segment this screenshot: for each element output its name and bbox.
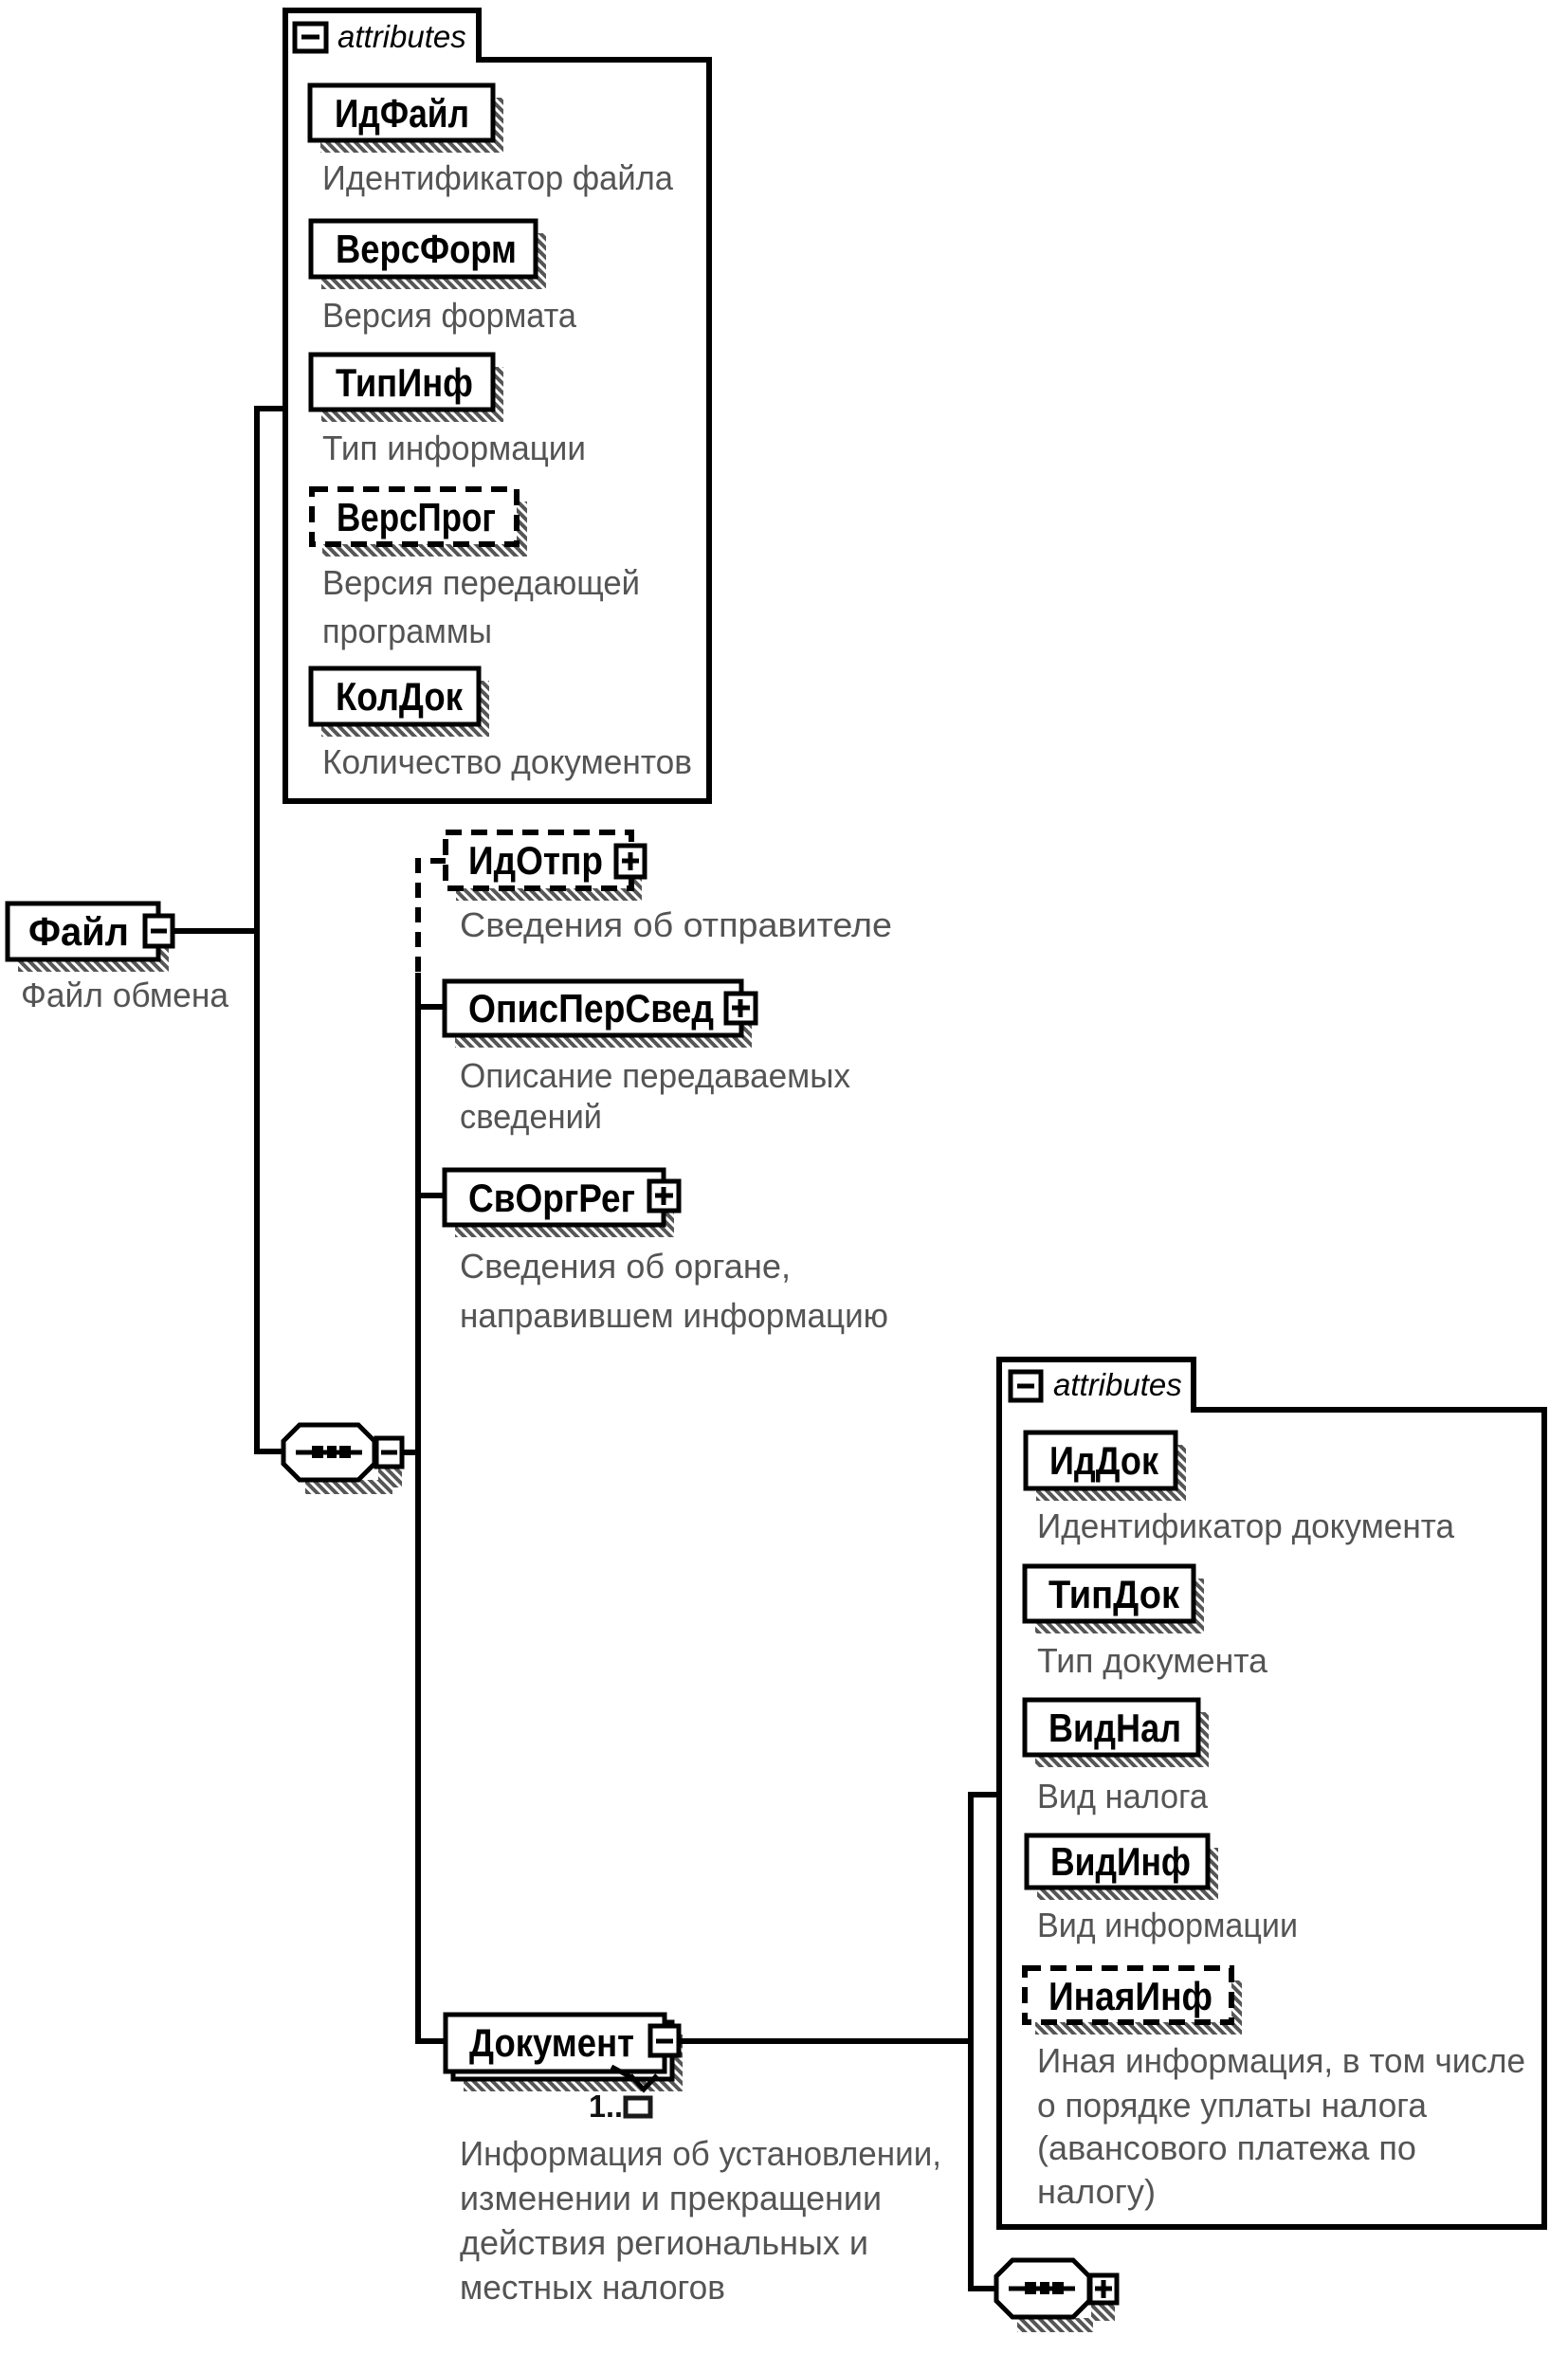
svg-text:Файл обмена: Файл обмена xyxy=(21,976,229,1014)
svg-text:местных налогов: местных налогов xyxy=(460,2268,725,2307)
svg-text:attributes: attributes xyxy=(1053,1367,1182,1402)
svg-text:ИдФайл: ИдФайл xyxy=(335,91,469,136)
svg-text:ИдОтпр: ИдОтпр xyxy=(468,838,603,883)
svg-text:ВидИнф: ВидИнф xyxy=(1050,1839,1191,1884)
svg-text:Вид налога: Вид налога xyxy=(1037,1777,1209,1816)
svg-text:Иная информация, в том числе: Иная информация, в том числе xyxy=(1037,2041,1525,2080)
svg-text:Идентификатор документа: Идентификатор документа xyxy=(1037,1506,1455,1545)
svg-text:Версия передающей: Версия передающей xyxy=(322,563,640,602)
svg-text:Тип документа: Тип документа xyxy=(1037,1641,1268,1680)
svg-text:сведений: сведений xyxy=(460,1097,602,1136)
svg-text:ТипИнф: ТипИнф xyxy=(336,360,473,405)
svg-text:изменении и прекращении: изменении и прекращении xyxy=(460,2179,882,2217)
svg-text:Информация об установлении,: Информация об установлении, xyxy=(460,2134,941,2173)
svg-text:Вид информации: Вид информации xyxy=(1037,1906,1298,1944)
svg-text:Количество документов: Количество документов xyxy=(322,742,692,781)
svg-text:Описание передаваемых: Описание передаваемых xyxy=(460,1056,850,1095)
svg-text:действия региональных и: действия региональных и xyxy=(460,2223,868,2262)
svg-text:Тип информации: Тип информации xyxy=(322,429,586,467)
svg-text:(авансового платежа по: (авансового платежа по xyxy=(1037,2128,1416,2167)
svg-text:ВерсФорм: ВерсФорм xyxy=(336,227,517,271)
svg-text:Документ: Документ xyxy=(469,2020,634,2065)
svg-text:Сведения об органе,: Сведения об органе, xyxy=(460,1247,791,1286)
svg-text:направившем информацию: направившем информацию xyxy=(460,1296,888,1335)
svg-text:ВерсПрог: ВерсПрог xyxy=(337,495,496,539)
svg-text:Версия формата: Версия формата xyxy=(322,296,577,335)
svg-text:ОписПерСвед: ОписПерСвед xyxy=(468,986,714,1031)
svg-text:ВидНал: ВидНал xyxy=(1048,1706,1181,1750)
svg-text:Сведения об отправителе: Сведения об отправителе xyxy=(460,905,892,944)
svg-text:Файл: Файл xyxy=(28,909,129,954)
svg-text:attributes: attributes xyxy=(337,19,466,54)
svg-text:ИдДок: ИдДок xyxy=(1049,1438,1159,1483)
svg-text:СвОргРег: СвОргРег xyxy=(468,1176,635,1220)
svg-text:ТипДок: ТипДок xyxy=(1048,1572,1180,1616)
svg-text:Идентификатор файла: Идентификатор файла xyxy=(322,158,674,197)
svg-text:налогу): налогу) xyxy=(1037,2172,1156,2211)
svg-text:ИнаяИнф: ИнаяИнф xyxy=(1048,1974,1212,2018)
svg-text:КолДок: КолДок xyxy=(336,674,464,719)
svg-text:о порядке уплаты налога: о порядке уплаты налога xyxy=(1037,2086,1428,2125)
svg-text:программы: программы xyxy=(322,611,492,650)
svg-text:1..: 1.. xyxy=(589,2089,623,2124)
